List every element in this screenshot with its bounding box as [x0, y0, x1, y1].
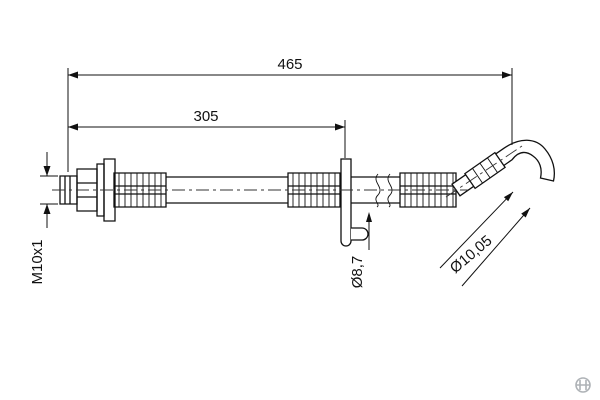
hose-section-1 [166, 176, 288, 204]
dimension-hose-diameter: Ø8,7 [349, 212, 372, 288]
manufacturer-logo-mark [575, 377, 591, 393]
mounting-bracket [340, 158, 369, 247]
hose-section-2 [351, 176, 400, 204]
dimension-partial-length: 305 [68, 108, 346, 158]
dim-8-7-label: Ø8,7 [349, 256, 366, 289]
flange-collar [103, 158, 116, 222]
dim-465-label: 465 [277, 56, 302, 73]
bent-end-pipe [451, 139, 556, 197]
dim-m10x1-label: M10x1 [29, 239, 46, 284]
hose-assembly [52, 139, 556, 247]
dimension-fitting-diameter: Ø10,05 [439, 191, 531, 287]
dimension-thread: M10x1 [29, 152, 58, 285]
dimension-overall-length: 465 [67, 56, 513, 172]
left-fitting [59, 158, 116, 222]
break-symbol [375, 173, 393, 208]
bracket-slot-tab [351, 227, 369, 241]
centerline-diagonal [445, 145, 523, 198]
dim-10-05-label: Ø10,05 [447, 232, 496, 277]
dim-305-label: 305 [193, 108, 218, 125]
